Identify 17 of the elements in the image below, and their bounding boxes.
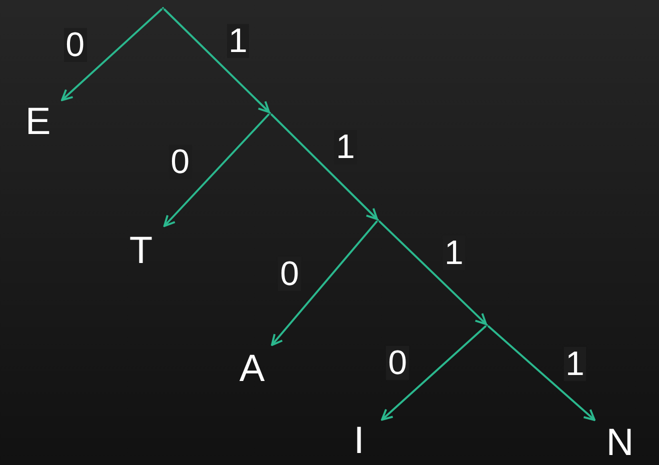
edge-label: 0 (64, 28, 86, 62)
arrow (61, 8, 163, 102)
edge-label: 1 (564, 346, 586, 381)
node-letter: E (25, 103, 51, 141)
edge-label: 0 (386, 346, 409, 380)
node-letter: I (354, 422, 364, 460)
node-letter: N (606, 424, 634, 462)
arrow (487, 325, 596, 421)
arrow (163, 8, 270, 114)
arrow (270, 220, 378, 346)
arrow (378, 220, 487, 326)
node-letter: A (239, 350, 265, 388)
arrow (381, 325, 487, 421)
node-letter: T (129, 232, 153, 270)
arrow (163, 113, 270, 227)
edge-label: 1 (226, 24, 250, 58)
arrow (270, 113, 378, 220)
